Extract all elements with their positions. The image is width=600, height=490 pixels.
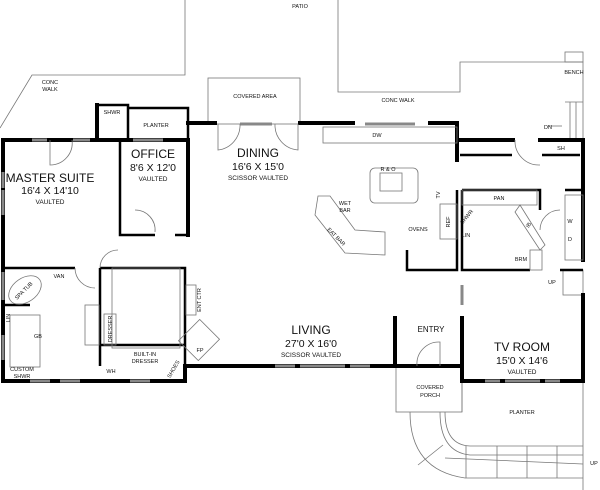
master-suite-name: MASTER SUITE bbox=[6, 171, 95, 185]
vanity-label: VAN bbox=[54, 274, 65, 280]
broom-label: BRM bbox=[515, 257, 528, 263]
covered-porch-label-line1: COVERED bbox=[416, 385, 443, 391]
fixtures bbox=[8, 126, 584, 368]
up-label-2: UP bbox=[590, 461, 598, 467]
range-oven-label: R & O bbox=[381, 167, 397, 173]
patio-label: PATIO bbox=[292, 4, 308, 10]
planter-top-label: PLANTER bbox=[143, 123, 168, 129]
dresser-label: DRESSER bbox=[108, 316, 114, 343]
master-suite-size: 16'4 X 14'10 bbox=[21, 185, 79, 197]
room-labels: MASTER SUITE 16'4 X 14'10 VAULTED OFFICE… bbox=[6, 146, 550, 376]
covered-porch-label-line2: PORCH bbox=[420, 393, 440, 399]
tv-room-note: VAULTED bbox=[507, 369, 536, 376]
office-name: OFFICE bbox=[131, 147, 175, 161]
bench-label: BENCH bbox=[564, 70, 583, 76]
refrigerator-label: REF bbox=[446, 216, 452, 228]
dishwasher-label: DW bbox=[372, 133, 382, 139]
living-name: LIVING bbox=[291, 323, 330, 337]
built-in-dresser-label-line1: BUILT-IN bbox=[134, 352, 156, 358]
eat-bar-label: EAT BAR bbox=[325, 227, 346, 248]
spa-tub-label: SPA TUB bbox=[14, 281, 35, 302]
built-in-dresser-label-line2: DRESSER bbox=[132, 359, 159, 365]
shoes-label: SHOES bbox=[167, 359, 182, 379]
windows bbox=[1, 122, 560, 383]
office-size: 8'6 X 12'0 bbox=[130, 162, 176, 174]
custom-shower-label-line1: CUSTOM bbox=[10, 367, 34, 373]
fireplace-label: FP bbox=[196, 348, 203, 354]
office-note: VAULTED bbox=[138, 176, 167, 183]
site-outlines bbox=[0, 0, 584, 490]
entry-name: ENTRY bbox=[418, 325, 446, 334]
bath-linen-label: LIN bbox=[462, 233, 471, 239]
planter-label: PLANTER bbox=[509, 410, 534, 416]
conc-walk-label: CONC WALK bbox=[381, 98, 414, 104]
dining-name: DINING bbox=[237, 146, 279, 160]
dn-label: DN bbox=[544, 125, 552, 131]
dining-size: 16'6 X 15'0 bbox=[232, 161, 284, 173]
tv-room-name: TV ROOM bbox=[494, 340, 550, 354]
wet-bar-label-line1: WET bbox=[339, 201, 352, 207]
custom-shower-label-line2: SHWR bbox=[14, 374, 31, 380]
master-linen-label: LIN bbox=[6, 314, 12, 323]
ironing-board-label: IB bbox=[525, 221, 533, 229]
living-note: SCISSOR VAULTED bbox=[281, 352, 341, 359]
entertainment-center-label: ENT CTR bbox=[197, 288, 203, 312]
wet-bar-label-line2: BAR bbox=[339, 208, 350, 214]
conc-walk-label-line1: CONC bbox=[42, 80, 58, 86]
dining-note: SCISSOR VAULTED bbox=[228, 175, 288, 182]
tv-room-size: 15'0 X 14'6 bbox=[496, 355, 548, 367]
conc-walk-label-line2: WALK bbox=[42, 87, 58, 93]
covered-area-label: COVERED AREA bbox=[233, 94, 277, 100]
up-label-1: UP bbox=[548, 280, 556, 286]
master-suite-note: VAULTED bbox=[35, 199, 64, 206]
doors bbox=[49, 123, 561, 367]
shelf-label: SH bbox=[557, 146, 565, 152]
living-size: 27'0 X 16'0 bbox=[285, 338, 337, 350]
ovens-label: OVENS bbox=[408, 227, 428, 233]
pantry-label: PAN bbox=[494, 196, 505, 202]
grab-bar-label: GB bbox=[34, 334, 42, 340]
dryer-label: D bbox=[568, 237, 572, 243]
tv-label: TV bbox=[436, 191, 442, 198]
washer-label: W bbox=[567, 219, 573, 225]
water-heater-label: WH bbox=[106, 369, 115, 375]
shower-label: SHWR bbox=[104, 110, 121, 116]
exterior-labels: PATIO CONC WALK COVERED AREA CONC WALK B… bbox=[42, 4, 598, 467]
